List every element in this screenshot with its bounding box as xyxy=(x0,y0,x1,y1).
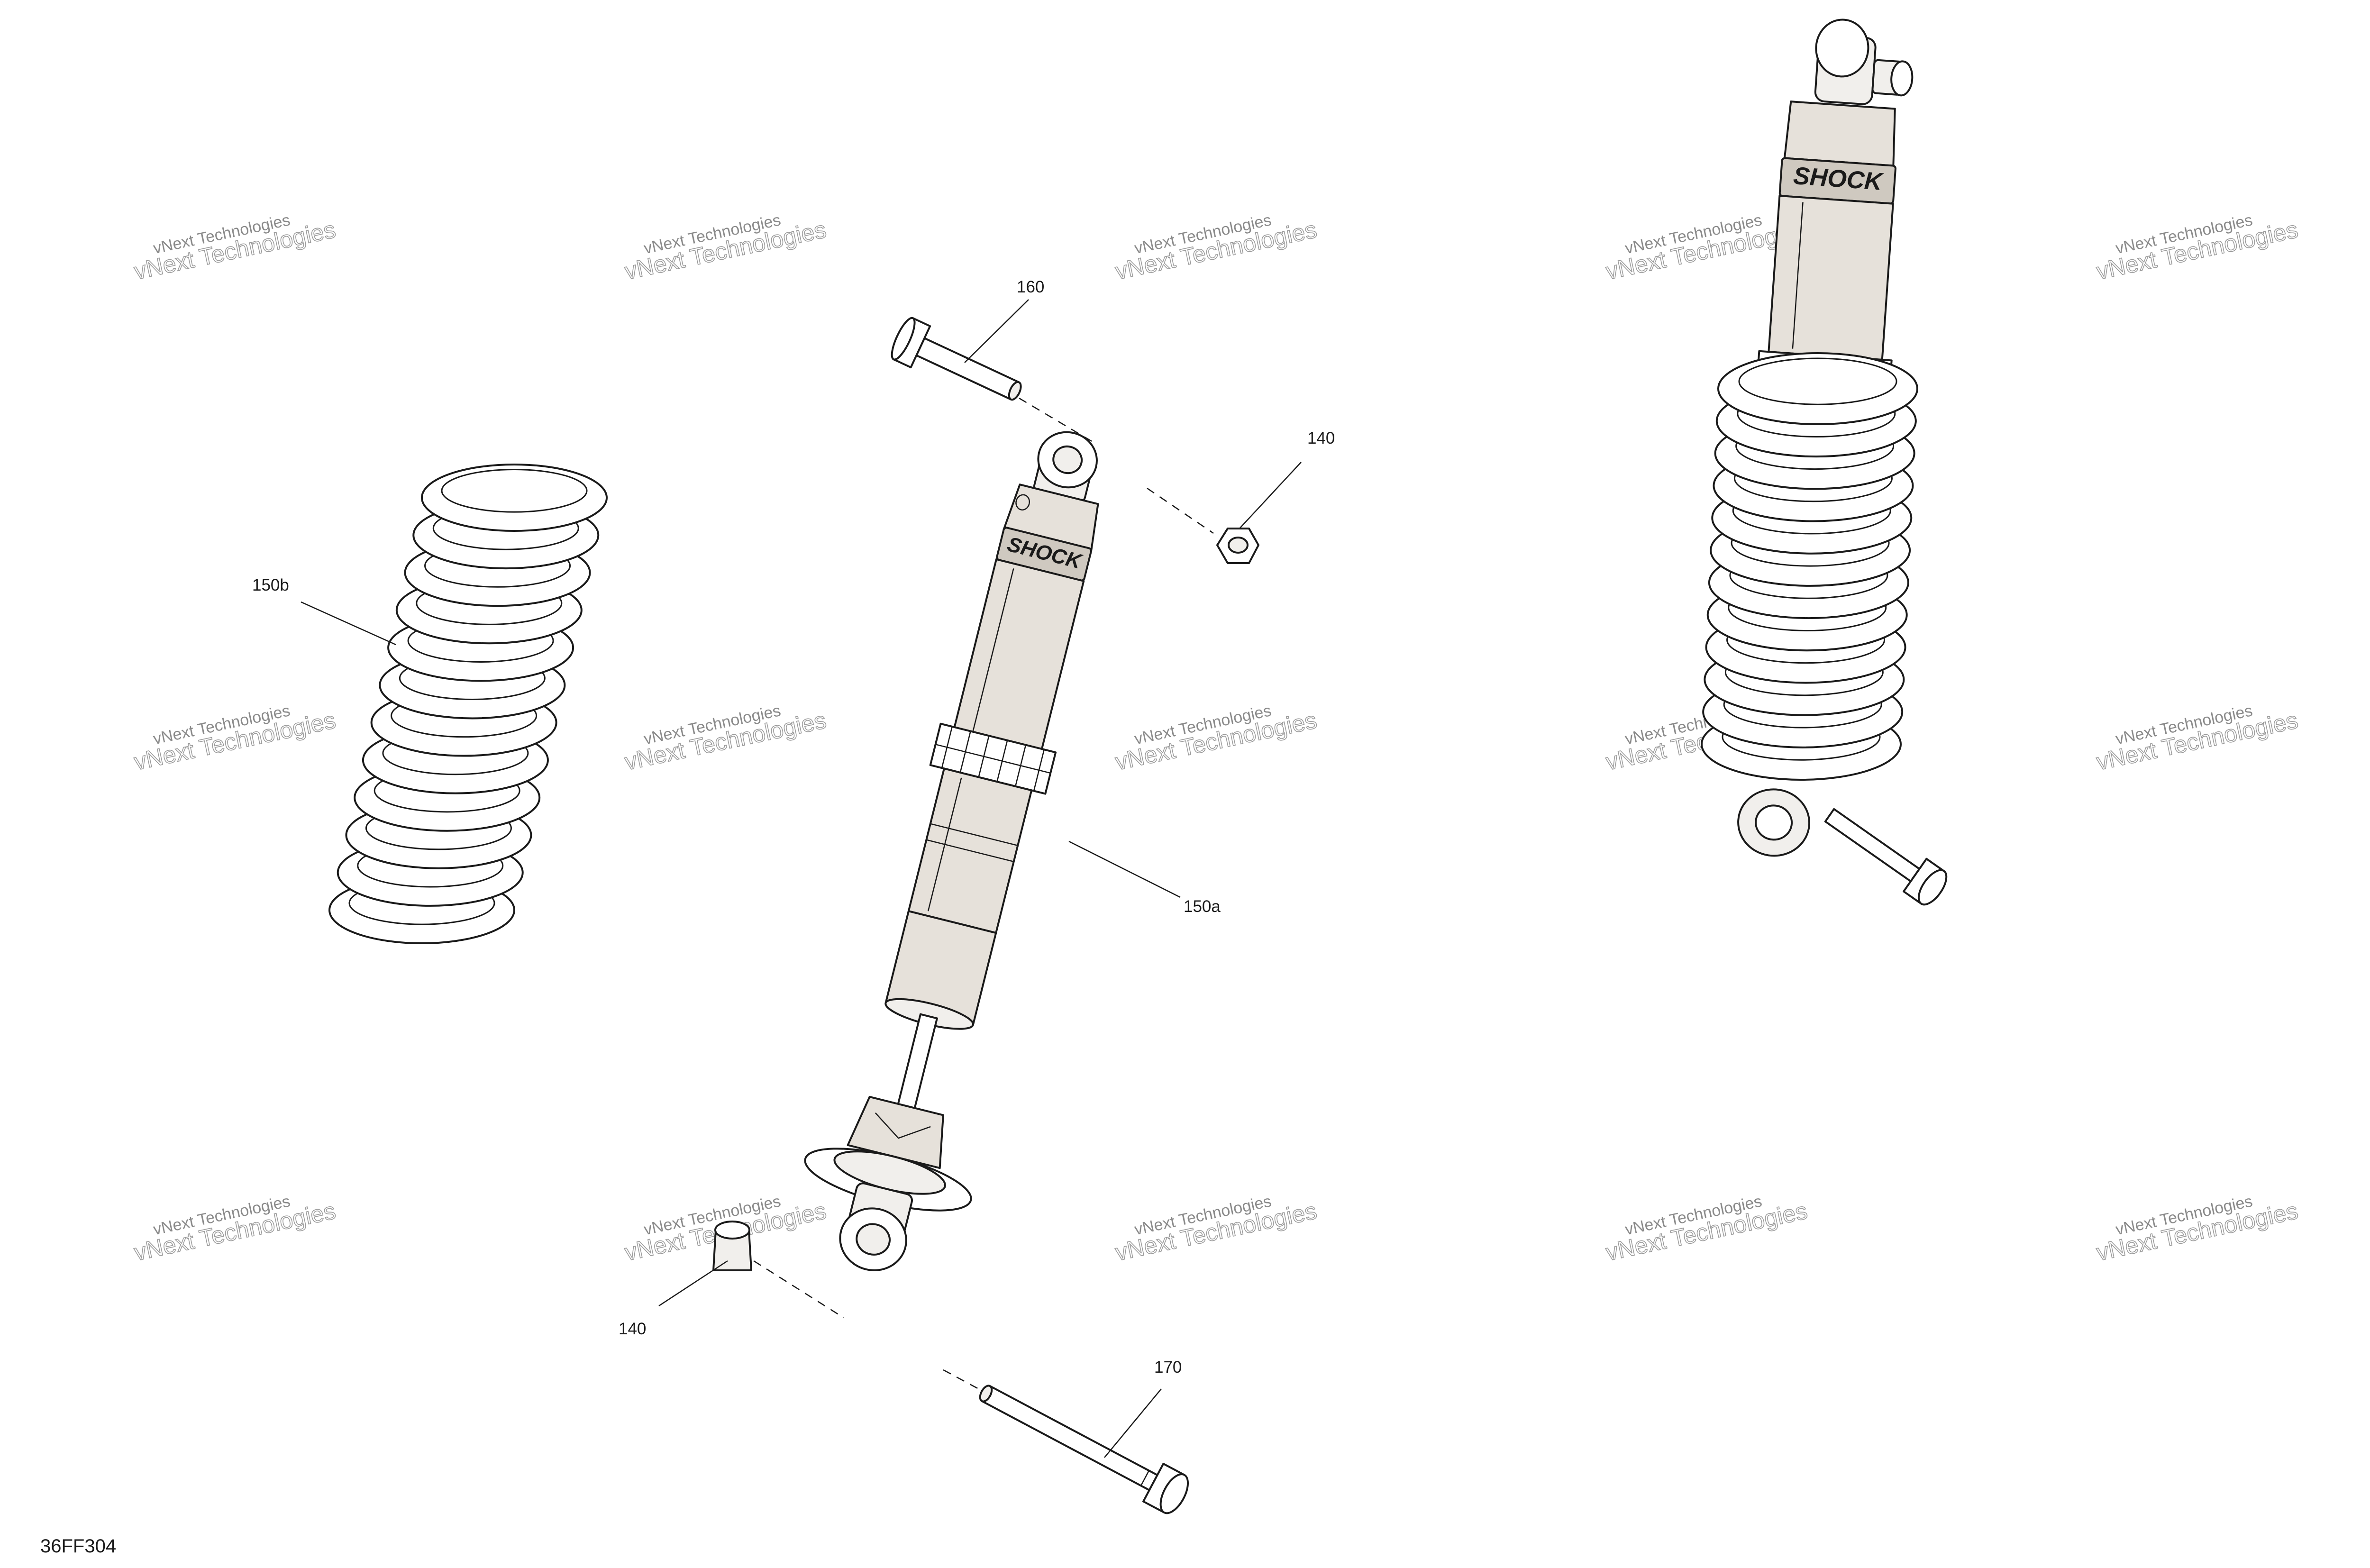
leader-lines xyxy=(301,299,1302,1458)
nut-140-top[interactable] xyxy=(1216,528,1259,564)
shock-absorber-150a[interactable]: SHOCK xyxy=(783,412,1157,1290)
assembly-axis-top xyxy=(1019,397,1214,534)
coil-spring-150b[interactable] xyxy=(328,464,608,944)
spring-coil-inner xyxy=(441,469,588,513)
callout-170[interactable]: 170 xyxy=(1154,1358,1182,1377)
nut-140-bottom[interactable] xyxy=(712,1221,752,1271)
callout-140-top[interactable]: 140 xyxy=(1307,429,1335,447)
assembled-coil-spring xyxy=(1701,352,1918,781)
shock-decal-assembled: SHOCK xyxy=(1792,162,1885,196)
callout-160[interactable]: 160 xyxy=(1017,278,1044,296)
bolt-160[interactable] xyxy=(888,315,1029,413)
assembled-lower-bolt[interactable] xyxy=(1818,799,1952,909)
figure-code: 36FF304 xyxy=(40,1536,116,1557)
callout-140-bottom[interactable]: 140 xyxy=(619,1320,646,1338)
callout-150b[interactable]: 150b xyxy=(252,576,289,594)
bolt-170[interactable] xyxy=(972,1373,1194,1518)
callout-150a[interactable]: 150a xyxy=(1184,897,1221,916)
coil-spring-turns xyxy=(328,464,608,944)
assembly-axis-bottom xyxy=(753,1260,1005,1404)
spring-coil-inner xyxy=(1738,357,1897,405)
